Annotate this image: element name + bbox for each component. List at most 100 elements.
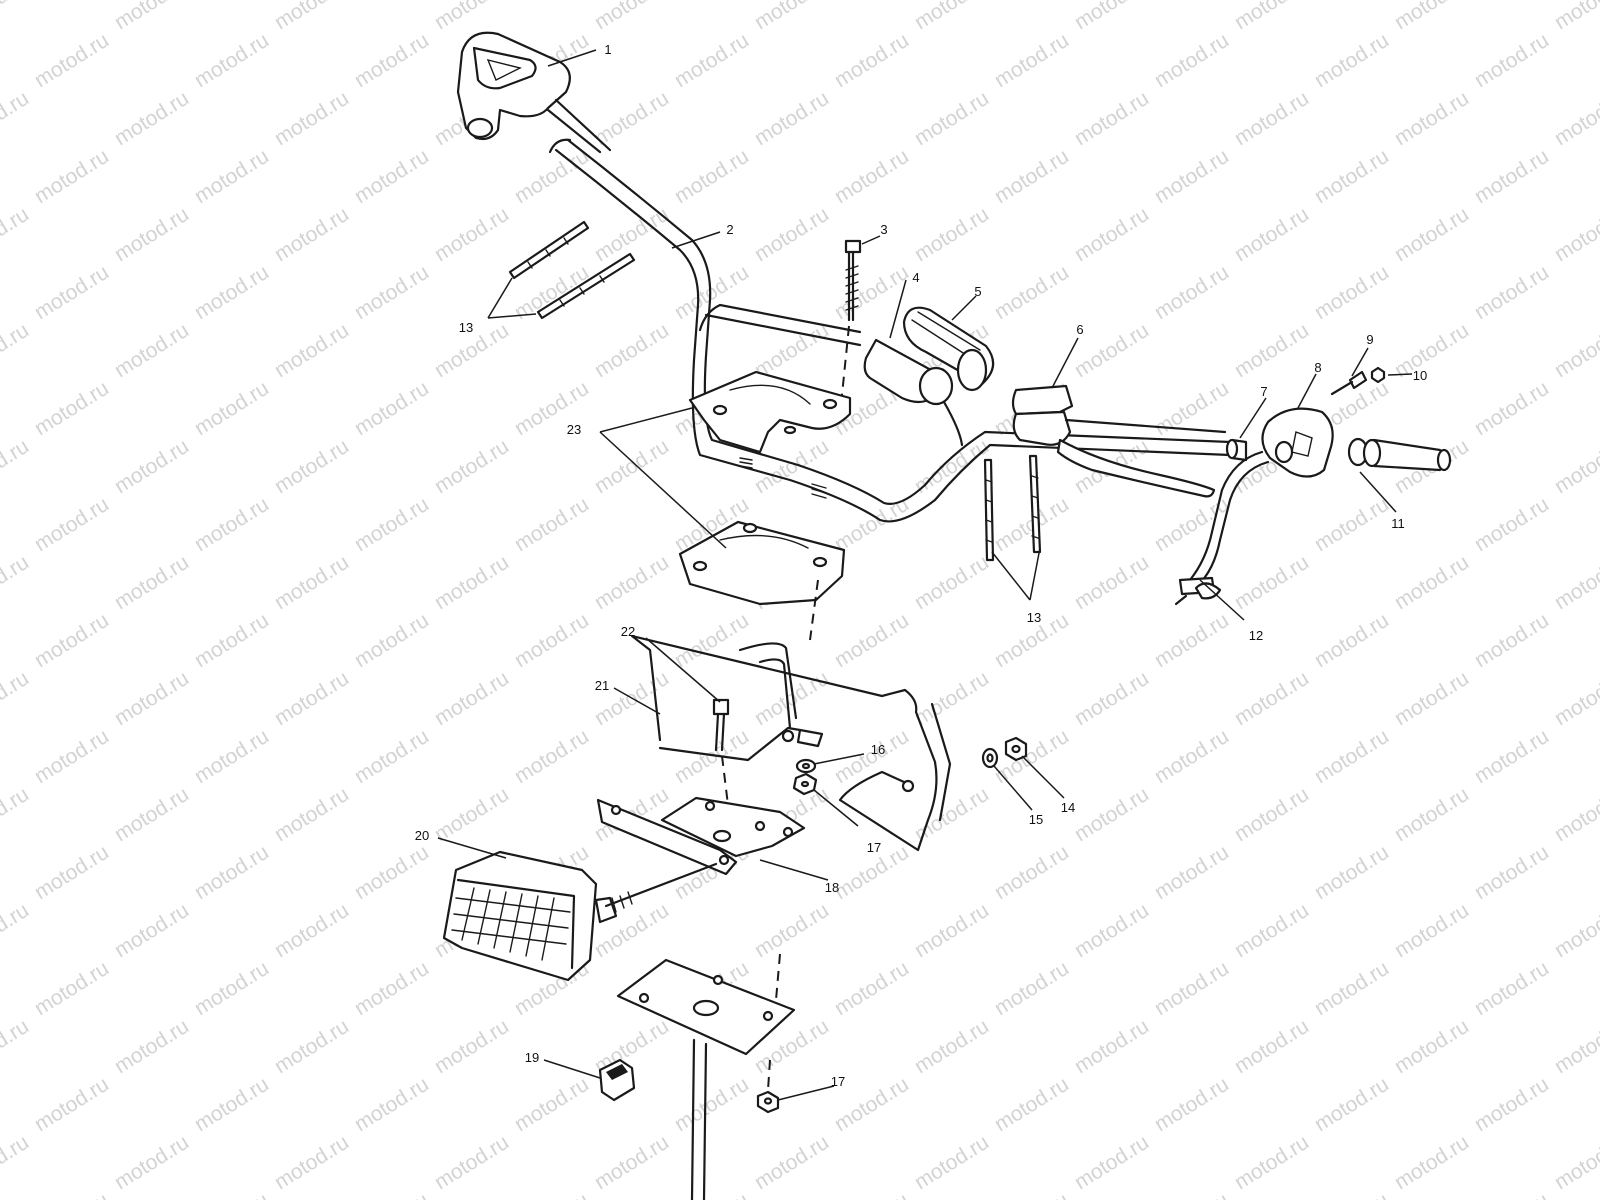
watermark-text: motod.ru [1070,203,1152,266]
bottom-nut [756,1090,780,1114]
callout-20: 20 [415,828,429,843]
watermark-text: motod.ru [1470,725,1552,788]
bolt [841,239,862,396]
watermark-text: motod.ru [350,841,432,904]
watermark-text: motod.ru [0,667,33,730]
watermark-text: motod.ru [1310,725,1392,788]
watermark-text: motod.ru [1550,435,1600,498]
watermark-text: motod.ru [430,783,512,846]
brake-housing [1188,407,1334,587]
watermark-text: motod.ru [1230,899,1312,962]
watermark-text: motod.ru [1070,1131,1152,1194]
watermark-text: motod.ru [270,0,352,34]
watermark-text: motod.ru [1150,493,1232,556]
callout-11: 11 [1391,516,1405,531]
watermark-text: motod.ru [910,899,992,962]
watermark-text: motod.ru [1390,1131,1472,1194]
watermark-text: motod.ru [1470,957,1552,1020]
watermark-text: motod.ru [270,551,352,614]
tie-straps-lower [983,454,1042,562]
watermark-text: motod.ru [1230,319,1312,382]
watermark-text: motod.ru [1550,203,1600,266]
watermark-text: motod.ru [110,87,192,150]
watermark-text: motod.ru [830,261,912,324]
watermark-text: motod.ru [110,1131,192,1194]
headlight [442,850,718,982]
throttle-housing [456,31,612,154]
watermark-text: motod.ru [670,261,752,324]
watermark-text: motod.ru [750,87,832,150]
watermark-text: motod.ru [1230,551,1312,614]
watermark-text: motod.ru [1310,1073,1392,1136]
watermark-text: motod.ru [750,0,832,34]
watermark-text: motod.ru [0,319,33,382]
end-cap [1225,438,1248,462]
watermark-text: motod.ru [350,377,432,440]
callout-4: 4 [912,270,919,285]
watermark-text: motod.ru [110,899,192,962]
watermark-text: motod.ru [350,725,432,788]
watermark-text: motod.ru [910,435,992,498]
watermark-text: motod.ru [1310,957,1392,1020]
watermark-text: motod.ru [110,435,192,498]
watermark-text: motod.ru [350,1189,432,1200]
watermark-text: motod.ru [270,435,352,498]
watermark-text: motod.ru [590,319,672,382]
watermark-text: motod.ru [990,29,1072,92]
callout-15: 15 [1029,812,1043,827]
watermark-text: motod.ru [1070,783,1152,846]
watermark-text: motod.ru [990,725,1072,788]
watermark-text: motod.ru [1550,667,1600,730]
watermark-text: motod.ru [190,841,272,904]
watermark-text: motod.ru [670,29,752,92]
callout-9: 9 [1366,332,1373,347]
watermark-text: motod.ru [670,725,752,788]
callout-1: 1 [604,42,611,57]
watermark-text: motod.ru [910,0,992,34]
watermark-text: motod.ru [1550,783,1600,846]
watermark-text: motod.ru [510,1189,592,1200]
watermark-text: motod.ru [0,435,33,498]
watermark-text: motod.ru [1390,667,1472,730]
watermark-text: motod.ru [1150,145,1232,208]
right-nut [1004,736,1028,762]
watermark-text: motod.ru [590,0,672,34]
watermark-text: motod.ru [830,957,912,1020]
pad-sleeve [902,306,995,392]
watermark-text: motod.ru [1390,203,1472,266]
watermark-text: motod.ru [750,899,832,962]
grip [1347,437,1452,472]
watermark-text: motod.ru [270,1131,352,1194]
watermark-text: motod.ru [1310,29,1392,92]
watermark-text: motod.ru [910,203,992,266]
center-washer [795,758,817,774]
callout-8: 8 [1314,360,1321,375]
watermark-text: motod.ru [590,1131,672,1194]
watermark-text: motod.ru [30,261,112,324]
callout-5: 5 [974,284,981,299]
watermark-text: motod.ru [990,1189,1072,1200]
watermark-text: motod.ru [0,1131,33,1194]
watermark-text: motod.ru [30,1189,112,1200]
watermark-text: motod.ru [30,1073,112,1136]
frame-bolt [712,698,730,806]
watermark-text: motod.ru [1470,29,1552,92]
watermark-text: motod.ru [1150,1189,1232,1200]
watermark-text: motod.ru [1310,609,1392,672]
mount-plate [616,953,796,1200]
watermark-text: motod.ru [1550,1131,1600,1194]
watermark-text: motod.ru [270,667,352,730]
watermark-text: motod.ru [590,87,672,150]
watermark-text: motod.ru [1550,0,1600,34]
watermark-text: motod.ru [1070,1015,1152,1078]
callout-6: 6 [1076,322,1083,337]
watermark-text: motod.ru [750,319,832,382]
callout-21: 21 [595,678,609,693]
watermark-text: motod.ru [1230,783,1312,846]
callout-19: 19 [525,1050,539,1065]
watermark-text: motod.ru [830,29,912,92]
watermark-text: motod.ru [190,957,272,1020]
watermark-text: motod.ru [910,667,992,730]
watermark-text: motod.ru [430,203,512,266]
